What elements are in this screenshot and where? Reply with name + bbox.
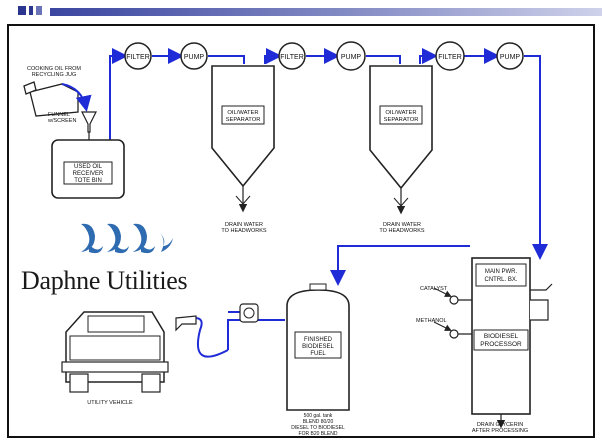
pump-label: PUMP	[341, 54, 362, 61]
drain-glycerin-label: DRAIN GLYCERIN	[477, 422, 523, 428]
tank-note: BLEND 80/20	[303, 419, 334, 425]
finished-fuel-label: FINISHED	[304, 337, 333, 343]
filter-label: FILTER	[438, 54, 462, 61]
jug-label: COOKING OIL FROM	[27, 66, 81, 72]
drain-label: DRAIN WATER	[383, 222, 421, 228]
pump-2: PUMP	[336, 41, 366, 71]
catalyst-label: CATALYST	[420, 286, 448, 292]
vehicle-label: UTILITY VEHICLE	[87, 400, 133, 406]
processor-label: BIODIESEL	[484, 333, 519, 340]
receiver-label: USED OIL	[74, 164, 103, 170]
filter-3: FILTER	[435, 41, 465, 71]
drain-label: DRAIN WATER	[225, 222, 263, 228]
deco-gradient-bar	[50, 8, 602, 16]
funnel-label: FUNNEL	[48, 112, 70, 118]
company-logo: Daphne Utilities	[15, 216, 209, 304]
fuel-nozzle-icon	[175, 315, 197, 332]
filter-pump-chain: FILTER PUMP FILTER PUMP FILTER PUMP	[124, 41, 524, 71]
filter-label: FILTER	[126, 54, 150, 61]
finished-fuel-label: FUEL	[310, 351, 326, 357]
drain-label: TO HEADWORKS	[221, 228, 266, 234]
receiver-label: RECEIVER	[73, 171, 104, 177]
separator-label: SEPARATOR	[384, 117, 419, 123]
pump-label: PUMP	[500, 54, 521, 61]
filter-2: FILTER	[278, 42, 306, 70]
oil-water-separator-2: OIL/WATER SEPARATOR DRAIN WATER TO HEADW…	[369, 65, 433, 234]
receiver-label: TOTE BIN	[74, 178, 102, 184]
pump-label: PUMP	[184, 54, 205, 61]
funnel-icon: FUNNEL w/SCREEN	[47, 111, 97, 133]
tank-note: FOR B20 BLEND	[299, 431, 338, 437]
separator-label: OIL/WATER	[385, 110, 416, 116]
separator-label: SEPARATOR	[226, 117, 261, 123]
title-decoration	[0, 0, 602, 20]
oil-water-separator-1: OIL/WATER SEPARATOR DRAIN WATER TO HEADW…	[211, 65, 275, 234]
funnel-label: w/SCREEN	[47, 118, 76, 124]
filter-1: FILTER	[124, 42, 152, 70]
deco-square	[36, 6, 42, 15]
separator-label: OIL/WATER	[227, 110, 258, 116]
filter-label: FILTER	[280, 54, 304, 61]
deco-square	[29, 6, 33, 15]
deco-square	[18, 6, 26, 15]
recycling-jug: COOKING OIL FROM RECYCLING JUG	[23, 66, 81, 117]
finished-biodiesel-tank: FINISHED BIODIESEL FUEL 500 gal. tank BL…	[286, 283, 350, 437]
logo-wordmark: Daphne Utilities	[21, 266, 188, 295]
methanol-label: METHANOL	[416, 318, 447, 324]
processor-label: PROCESSOR	[480, 341, 522, 348]
main-power-label: CNTRL. BX.	[484, 277, 517, 283]
drain-label: TO HEADWORKS	[379, 228, 424, 234]
tank-note: DIESEL TO BIODIESEL	[291, 425, 345, 431]
utility-vehicle-icon: UTILITY VEHICLE	[61, 311, 169, 406]
receiver-tote-bin: USED OIL RECEIVER TOTE BIN	[51, 139, 125, 199]
biodiesel-processor: MAIN PWR. CNTRL. BX. BIODIESEL PROCESSOR…	[416, 257, 553, 434]
meter-icon	[239, 303, 259, 323]
tank-note: 500 gal. tank	[304, 413, 333, 419]
logo-waves-icon	[81, 223, 173, 254]
pump-1: PUMP	[180, 42, 208, 70]
jug-label: RECYCLING JUG	[32, 72, 77, 78]
drain-glycerin-label: AFTER PROCESSING	[472, 428, 528, 434]
main-power-label: MAIN PWR.	[485, 269, 518, 275]
finished-fuel-label: BIODIESEL	[302, 344, 334, 350]
pump-3: PUMP	[496, 42, 524, 70]
